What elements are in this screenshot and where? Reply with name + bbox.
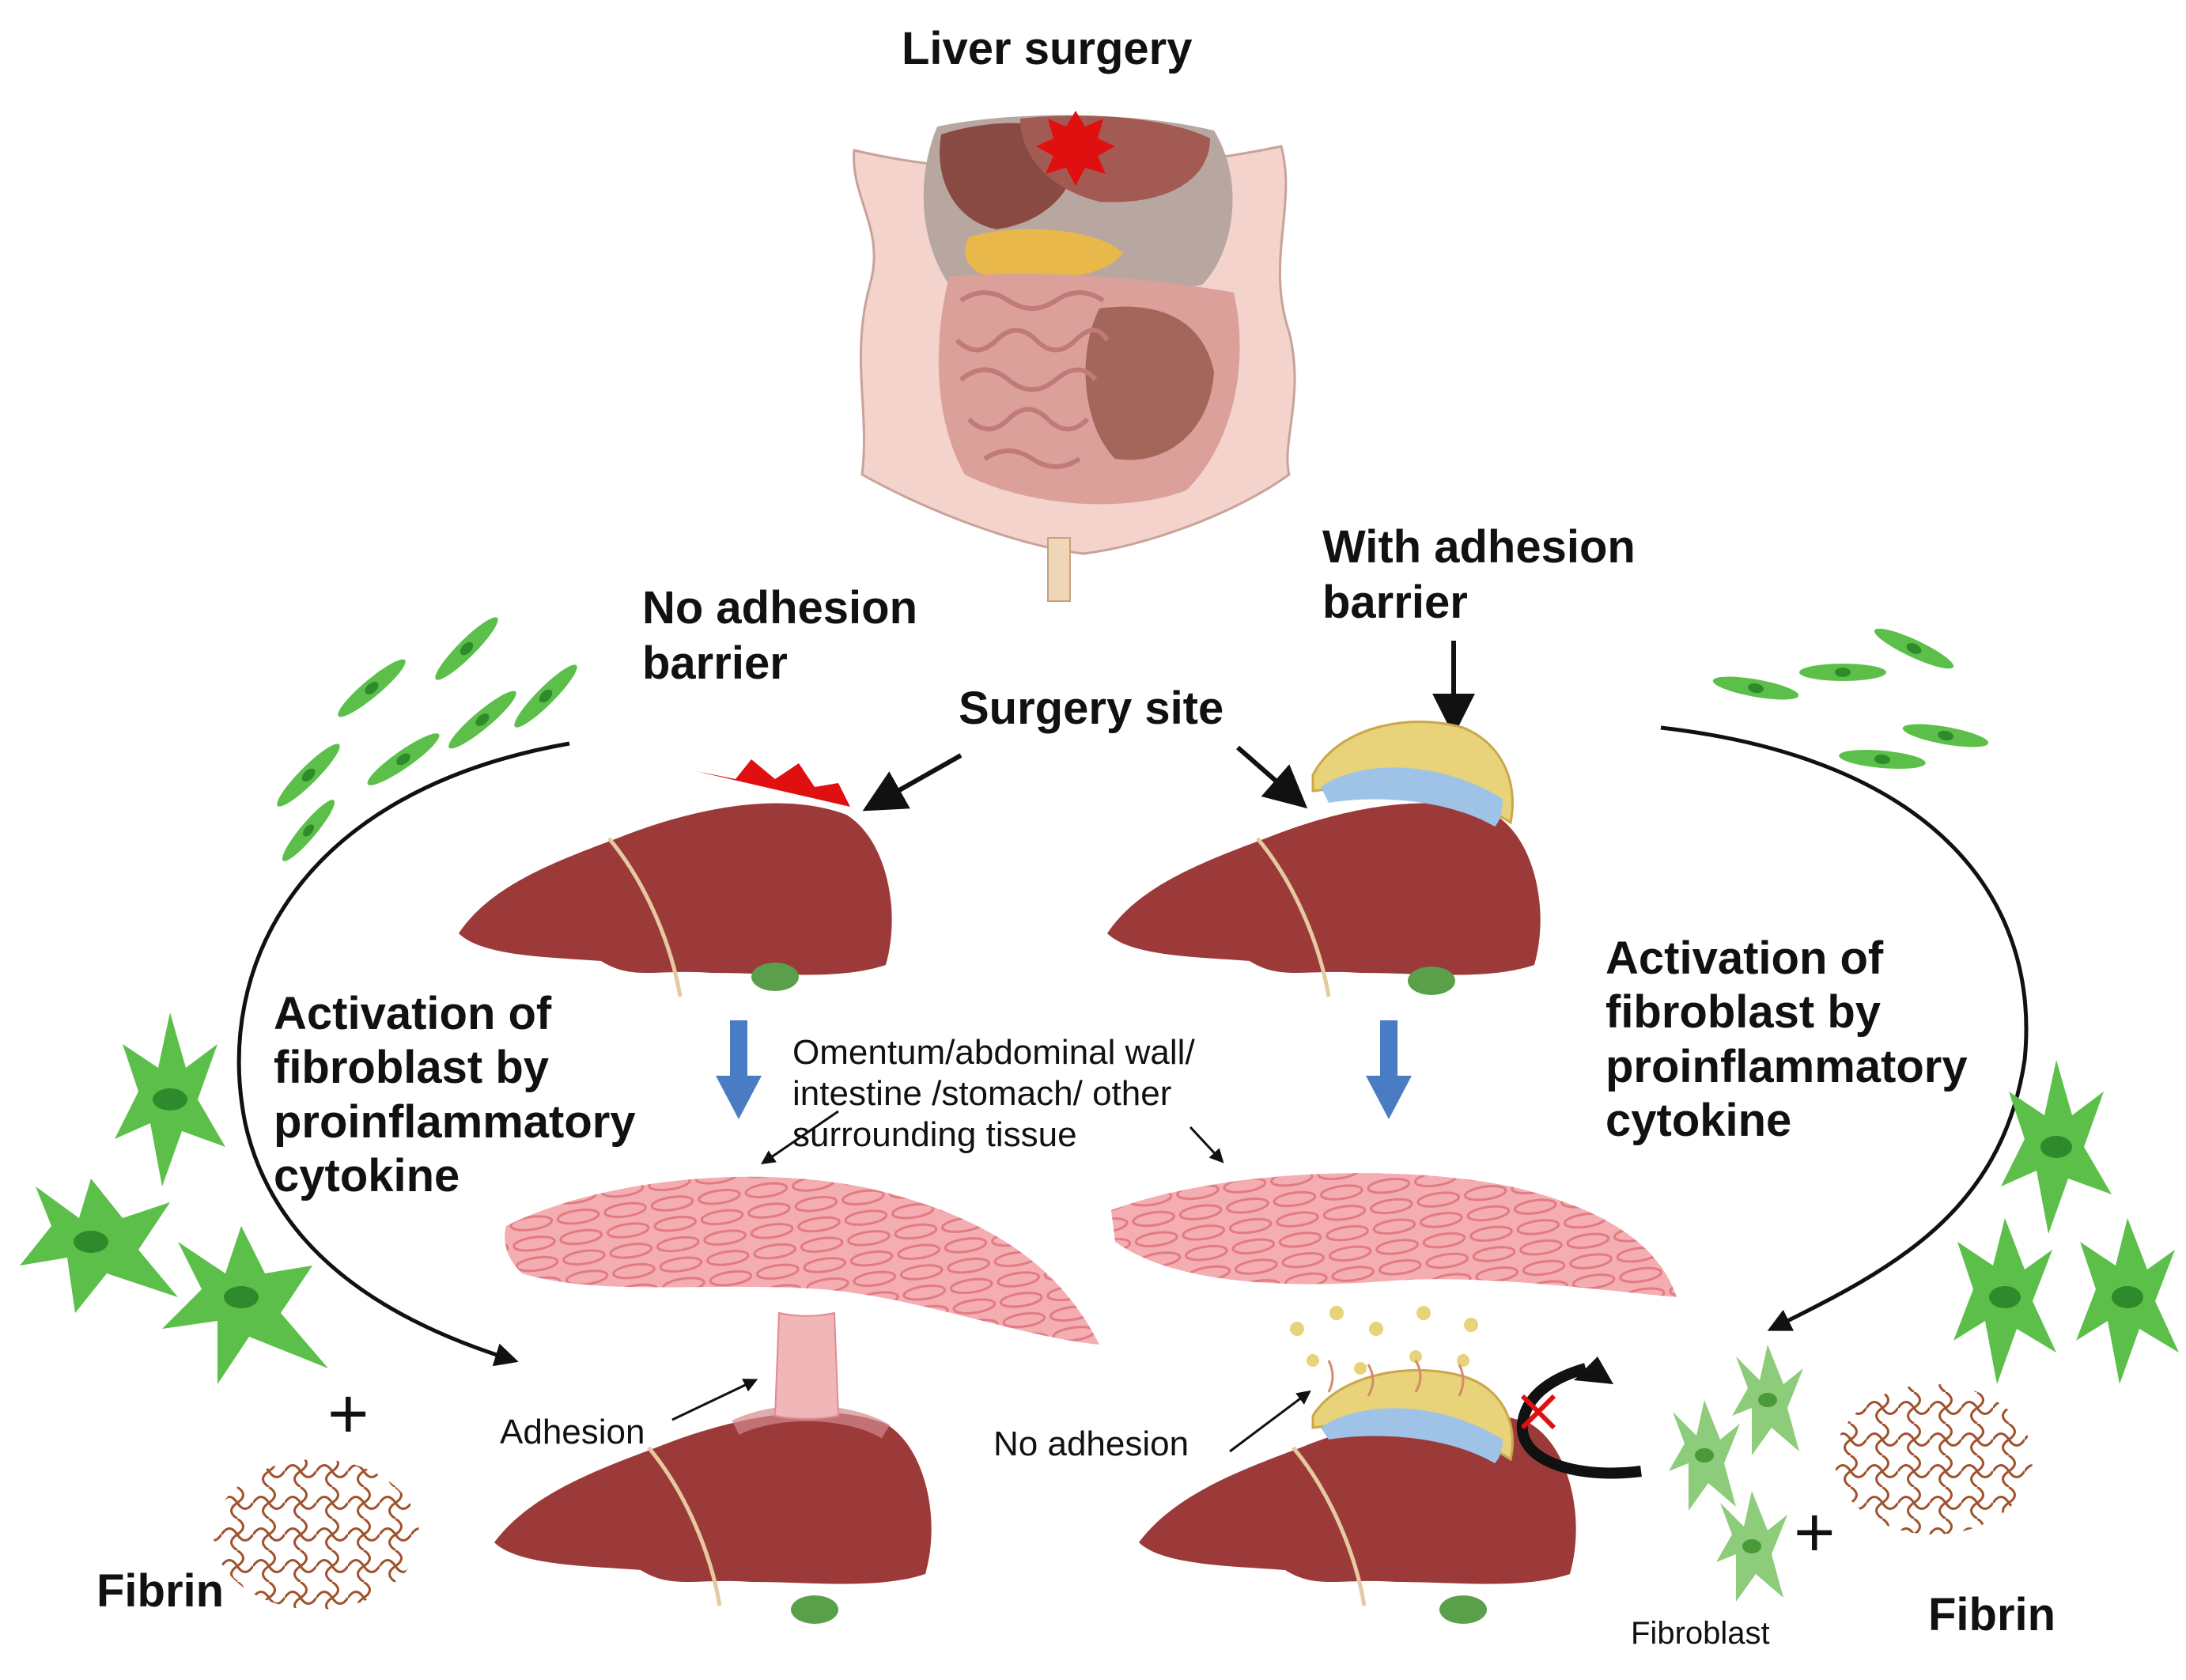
fibroblast-star-cells-right [1953,1060,2179,1384]
label-adhesion: Adhesion [500,1413,645,1451]
arrow-adhesion [671,1379,758,1421]
cytokine-strands [1327,1360,1465,1397]
liver-top-right [1107,721,1541,997]
blocked-arrow [1516,1356,1642,1479]
title-liver-surgery: Liver surgery [902,23,1193,74]
blue-arrow-left [716,1020,762,1119]
label-with-barrier-line2: barrier [1322,577,1468,628]
liver-top-left [459,759,892,997]
tissue-band-right [1111,1173,1677,1297]
curved-arrow-right [1660,725,2029,1331]
label-no-barrier-line1: No adhesion [642,582,918,634]
label-tissue-note: Omentum/abdominal wall/ intestine /stoma… [792,1033,1195,1154]
label-no-adhesion: No adhesion [993,1425,1189,1463]
fibroblast-spindle-cells-right [1712,628,1989,769]
curved-arrow-left [236,741,570,1367]
label-surgery-site: Surgery site [959,683,1224,734]
fibrin-mesh-right [1835,1384,2033,1534]
adhesion-band [773,1311,840,1420]
arrow-no-adhesion [1229,1390,1311,1453]
label-activation-left: Activation of fibroblast by proinflammat… [274,988,636,1202]
label-plus-left: + [327,1375,369,1454]
label-fibrin-right: Fibrin [1928,1589,2056,1640]
label-no-barrier-line2: barrier [642,638,788,689]
arrow-tissue-left [761,1110,839,1165]
fibrin-mesh-left [214,1459,419,1610]
label-plus-right: + [1794,1493,1836,1572]
fibroblast-star-cells-left [20,1012,328,1384]
arrow-surgery-site-left [862,753,963,812]
abdomen-illustration [853,115,1296,602]
cytokine-particles [1290,1306,1478,1375]
arrow-surgery-site-right [1236,745,1308,809]
label-with-barrier-line1: With adhesion [1322,521,1636,573]
tissue-band-left [505,1176,1099,1345]
label-fibroblast: Fibroblast [1631,1616,1770,1651]
arrow-tissue-right [1189,1126,1224,1164]
fibroblast-cells-light [1669,1345,1803,1602]
blue-arrow-right [1366,1020,1412,1119]
label-activation-right: Activation of fibroblast by proinflammat… [1605,933,1968,1147]
label-fibrin-left: Fibrin [96,1565,225,1617]
wound-marker [1036,111,1115,186]
liver-bottom-right [1139,1368,1576,1624]
fibroblast-spindle-cells-left [277,617,577,861]
